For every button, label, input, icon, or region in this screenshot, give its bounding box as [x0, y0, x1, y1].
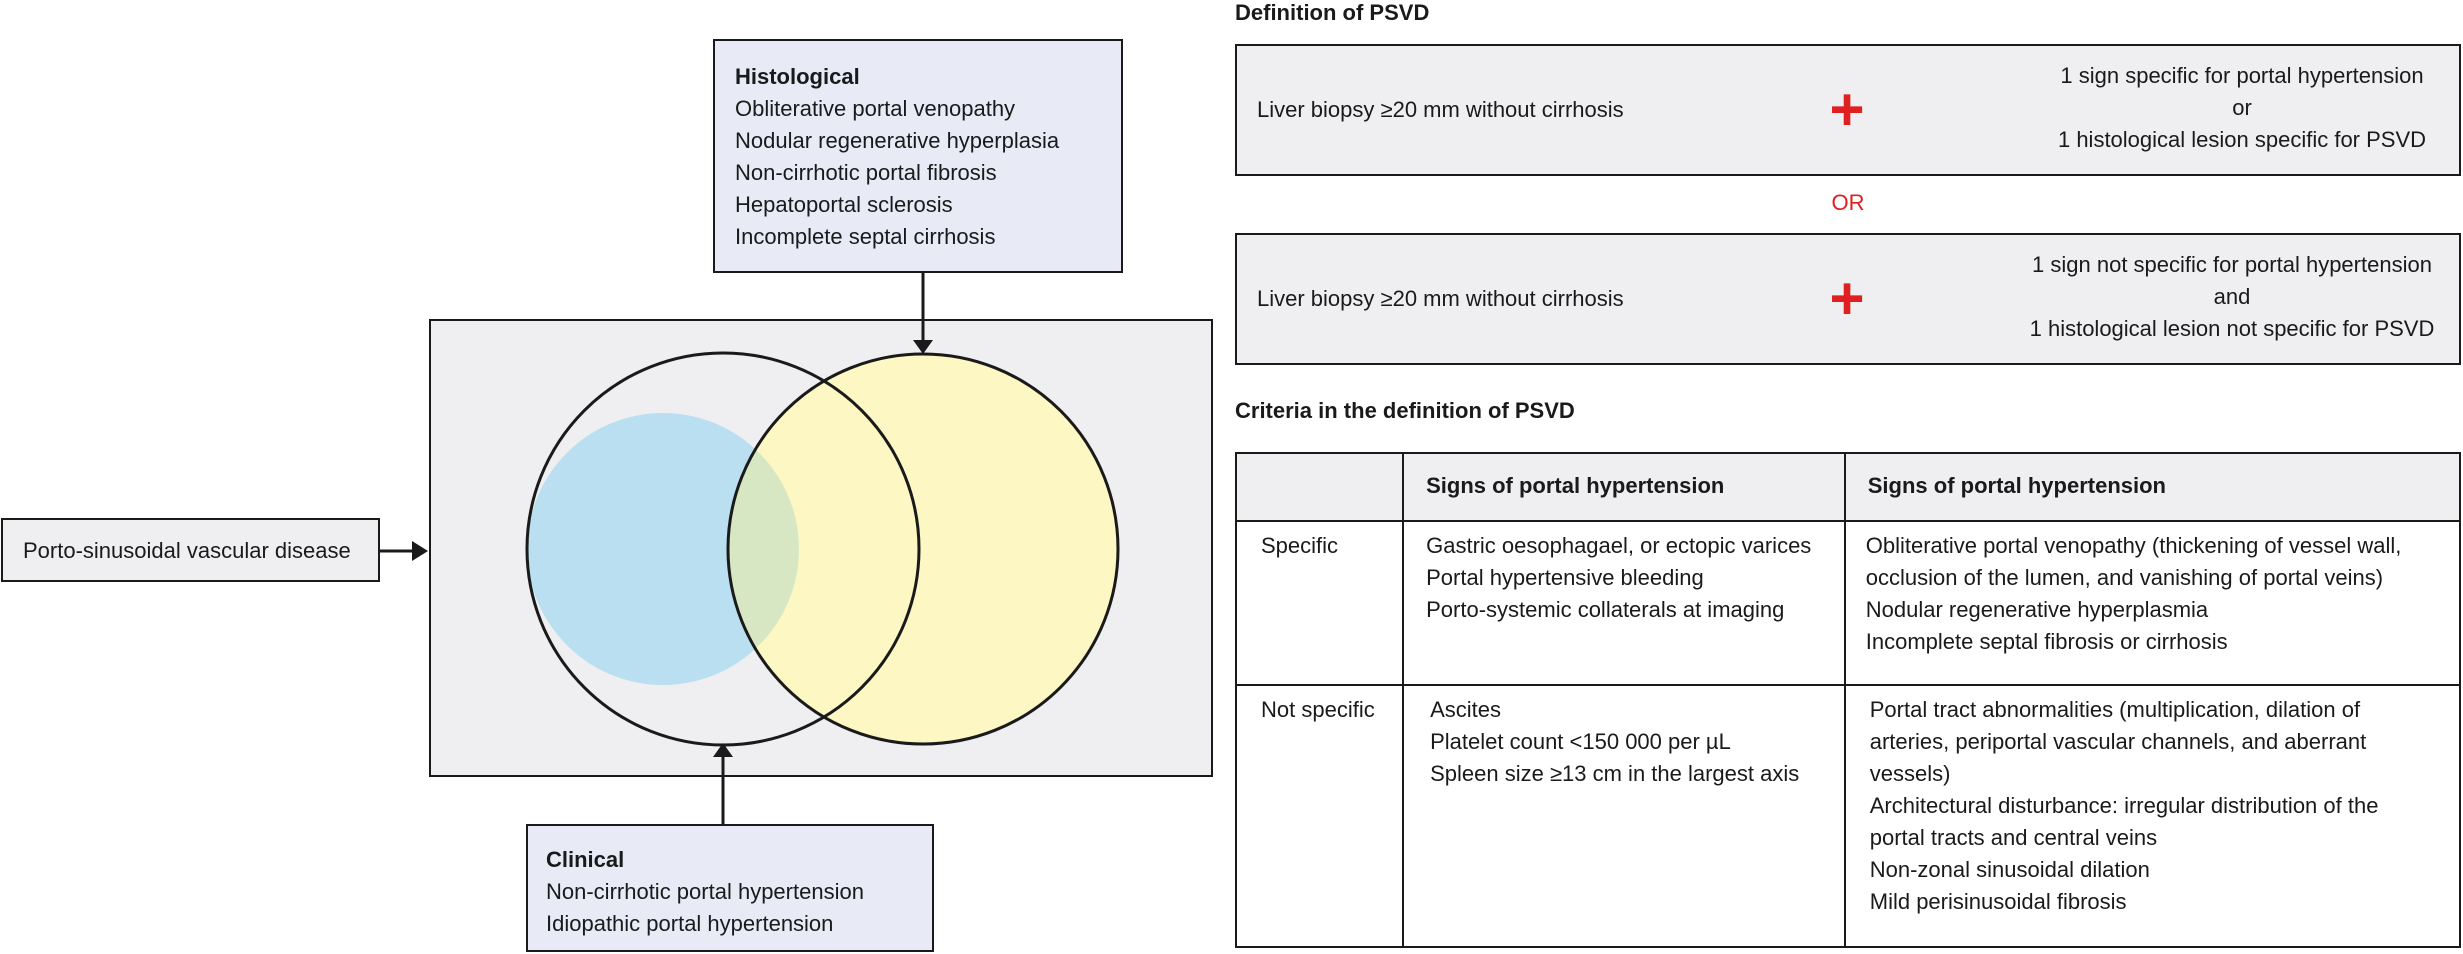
list-item: Gastric oesophagael, or ectopic varices [1426, 533, 1812, 558]
row-label: Specific [1261, 533, 1339, 558]
list-item: Nodular regenerative hyperplasmia [1865, 597, 2209, 622]
definition-left-text: Liver biopsy ≥20 mm without cirrhosis [1257, 286, 1624, 311]
table-header-cell: Signs of portal hypertension [1402, 452, 1846, 522]
table-cell: Portal tract abnormalities (multiplicati… [1843, 684, 2462, 948]
arrow-head-down [913, 340, 933, 354]
list-item: vessels) [1869, 761, 1951, 786]
definition-right-text: 1 sign specific for portal hypertension … [2027, 60, 2457, 156]
list-item: Ascites [1430, 697, 1502, 722]
cell-content: Portal tract abnormalities (multiplicati… [1846, 686, 2459, 930]
definition-right-line: 1 histological lesion specific for PSVD [2057, 127, 2427, 152]
clinical-title: Clinical [546, 847, 625, 872]
histological-item: Nodular regenerative hyperplasia [735, 128, 1060, 153]
list-item: Mild perisinusoidal fibrosis [1869, 889, 2127, 914]
table-header-empty [1234, 452, 1405, 522]
cell-content: Ascites Platelet count <150 000 per µL S… [1404, 686, 1844, 802]
list-item: Incomplete septal fibrosis or cirrhosis [1865, 629, 2228, 654]
plus-icon: + [1829, 265, 1865, 332]
table-cell: Ascites Platelet count <150 000 per µL S… [1402, 684, 1846, 948]
definition-left-text: Liver biopsy ≥20 mm without cirrhosis [1257, 97, 1624, 122]
list-item: Platelet count <150 000 per µL [1430, 729, 1731, 754]
definition-right-line: and [2213, 284, 2251, 309]
clinical-item: Non-cirrhotic portal hypertension [546, 879, 864, 904]
list-item: Non-zonal sinusoidal dilation [1869, 857, 2150, 882]
or-label: OR [1831, 190, 1865, 215]
table-row: Not specific Ascites Platelet count <150… [1234, 684, 2462, 948]
arrow-head-right [412, 541, 428, 561]
table-cell: Gastric oesophagael, or ectopic varices … [1402, 520, 1846, 686]
list-item: Portal tract abnormalities (multiplicati… [1869, 697, 2361, 722]
cell-content: Gastric oesophagael, or ectopic varices … [1404, 522, 1844, 638]
row-label-cell: Specific [1234, 520, 1405, 686]
list-item: Obliterative portal venopathy (thickenin… [1865, 533, 2402, 558]
row-label: Not specific [1261, 697, 1375, 722]
cell-content: Obliterative portal venopathy (thickenin… [1846, 522, 2459, 670]
list-item: Portal hypertensive bleeding [1426, 565, 1704, 590]
list-item: Architectural disturbance: irregular dis… [1869, 793, 2379, 818]
definition-box-1: Liver biopsy ≥20 mm without cirrhosis + … [1235, 44, 2461, 176]
histological-title: Histological [735, 64, 860, 89]
histological-item: Hepatoportal sclerosis [735, 192, 953, 217]
list-item: occlusion of the lumen, and vanishing of… [1865, 565, 2384, 590]
circle-histological [728, 354, 1118, 744]
plus-icon: + [1829, 76, 1865, 143]
col1-header: Signs of portal hypertension [1426, 473, 1725, 498]
criteria-table: Signs of portal hypertension Signs of po… [1234, 452, 2462, 948]
definition-right-line: 1 histological lesion not specific for P… [2029, 316, 2435, 341]
histological-item: Incomplete septal cirrhosis [735, 224, 996, 249]
histological-item: Non-cirrhotic portal fibrosis [735, 160, 997, 185]
arrow-head-up [713, 743, 733, 757]
col2-header: Signs of portal hypertension [1867, 473, 2166, 498]
histological-item: Obliterative portal venopathy [735, 96, 1016, 121]
table-row: Specific Gastric oesophagael, or ectopic… [1234, 520, 2462, 686]
clinical-item: Idiopathic portal hypertension [546, 911, 834, 936]
table-header-cell: Signs of portal hypertension [1843, 452, 2462, 522]
definition-right-line: 1 sign specific for portal hypertension [2060, 63, 2424, 88]
list-item: arteries, periportal vascular channels, … [1869, 729, 2367, 754]
histological-box: Histological Obliterative portal venopat… [713, 39, 1123, 273]
definition-right-line: or [2232, 95, 2252, 120]
list-item: Spleen size ≥13 cm in the largest axis [1430, 761, 1800, 786]
psvd-label-box: Porto-sinusoidal vascular disease [1, 518, 380, 582]
definition-right-text: 1 sign not specific for portal hypertens… [2007, 249, 2457, 345]
row-label-cell: Not specific [1234, 684, 1405, 948]
definition-heading: Definition of PSVD [1235, 0, 1430, 25]
circle-clinical [527, 413, 799, 685]
list-item: Porto-systemic collaterals at imaging [1426, 597, 1785, 622]
definition-box-2: Liver biopsy ≥20 mm without cirrhosis + … [1235, 233, 2461, 365]
definition-right-line: 1 sign not specific for portal hypertens… [2032, 252, 2432, 277]
table-header-row: Signs of portal hypertension Signs of po… [1234, 452, 2462, 522]
table-cell: Obliterative portal venopathy (thickenin… [1843, 520, 2462, 686]
clinical-box: Clinical Non-cirrhotic portal hypertensi… [526, 824, 934, 952]
criteria-heading: Criteria in the definition of PSVD [1235, 398, 1575, 423]
psvd-label: Porto-sinusoidal vascular disease [23, 538, 351, 563]
list-item: portal tracts and central veins [1869, 825, 2158, 850]
